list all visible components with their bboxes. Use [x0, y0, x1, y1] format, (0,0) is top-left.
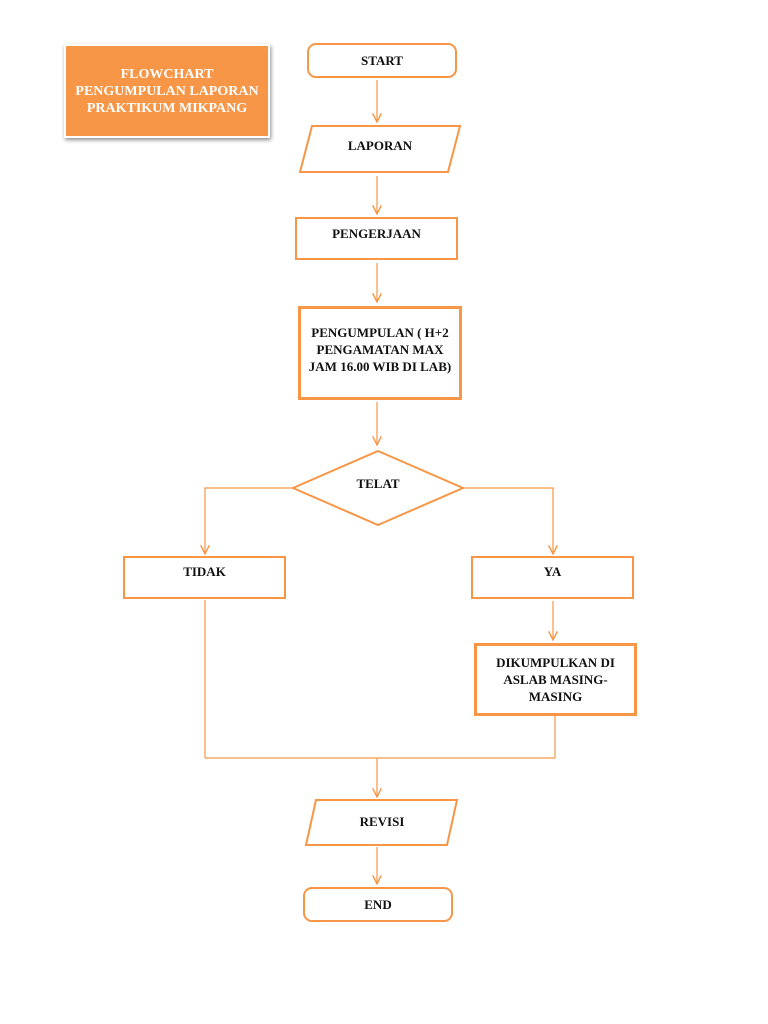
telat-decision-diamond: [290, 449, 466, 527]
revisi-parallelogram: [304, 799, 459, 846]
start-label: START: [361, 53, 403, 68]
revisi-label: REVISI: [359, 814, 405, 829]
start-terminator: START: [307, 43, 457, 78]
telat-label: TELAT: [356, 476, 400, 491]
dikumpulkan-label: DIKUMPULKAN DI ASLAB MASING-MASING: [496, 655, 615, 704]
ya-label: YA: [543, 563, 562, 579]
pengumpulan-process: PENGUMPULAN ( H+2 PENGAMATAN MAX JAM 16.…: [298, 306, 462, 400]
tidak-process: TIDAK: [123, 556, 286, 599]
pengumpulan-label: PENGUMPULAN ( H+2 PENGAMATAN MAX JAM 16.…: [308, 324, 452, 374]
dikumpulkan-process: DIKUMPULKAN DI ASLAB MASING-MASING: [474, 643, 637, 716]
laporan-parallelogram: [298, 125, 462, 173]
arrow-telat-to-ya: [463, 487, 553, 554]
ya-process: YA: [471, 556, 634, 599]
tidak-label: TIDAK: [183, 563, 226, 579]
pengerjaan-label: PENGERJAAN: [332, 226, 421, 241]
laporan-label: LAPORAN: [347, 138, 413, 153]
flowchart-title: FLOWCHART PENGUMPULAN LAPORAN PRAKTIKUM …: [64, 44, 270, 138]
arrow-telat-to-tidak: [205, 487, 294, 554]
pengerjaan-process: PENGERJAAN: [295, 217, 458, 260]
end-label: END: [364, 897, 392, 912]
end-terminator: END: [303, 887, 453, 922]
